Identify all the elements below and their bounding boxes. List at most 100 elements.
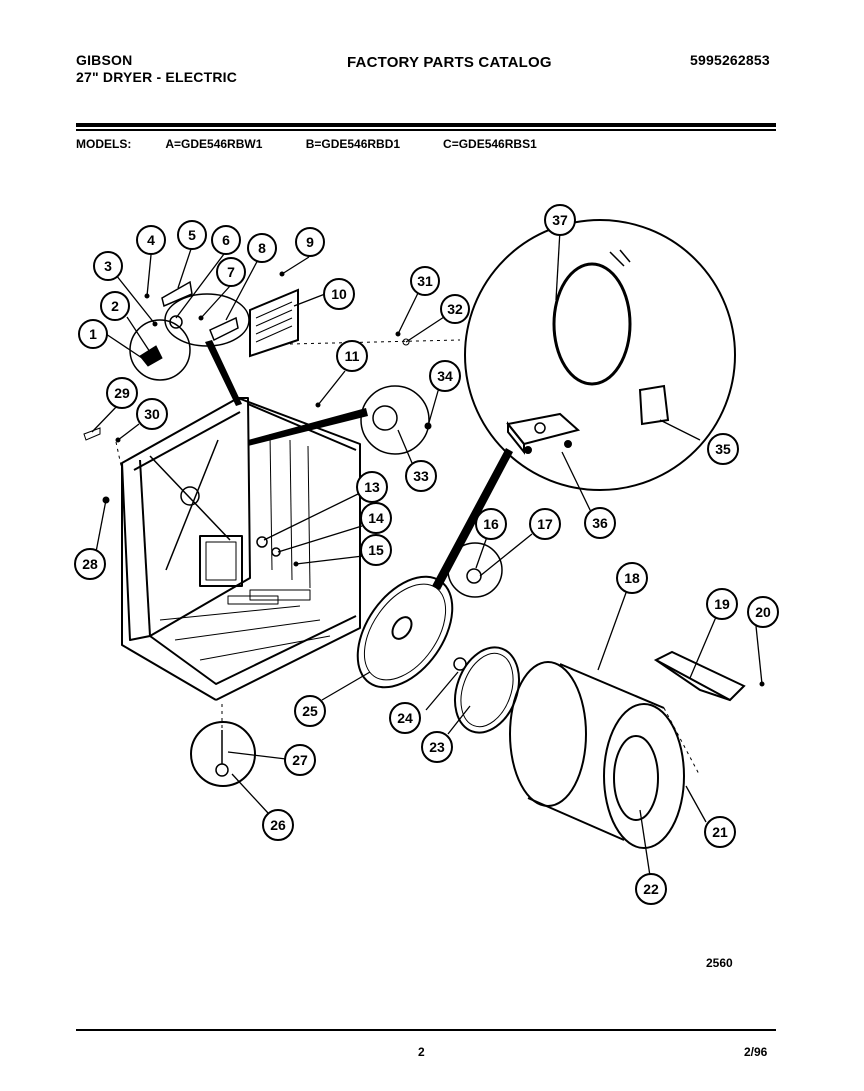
callout-17: 17 [529, 508, 561, 540]
footer-rule [76, 1029, 776, 1031]
callout-14: 14 [360, 502, 392, 534]
callout-22: 22 [635, 873, 667, 905]
callout-34: 34 [429, 360, 461, 392]
model-c: C=GDE546RBS1 [443, 137, 537, 151]
callout-21: 21 [704, 816, 736, 848]
callout-33: 33 [405, 460, 437, 492]
leader-lines [91, 229, 763, 877]
svg-text:7: 7 [227, 264, 235, 280]
svg-text:17: 17 [537, 516, 553, 532]
callout-36: 36 [584, 507, 616, 539]
svg-text:15: 15 [368, 542, 384, 558]
lifter-drawing [653, 650, 746, 702]
callout-25: 25 [294, 695, 326, 727]
figure-code: 2560 [706, 956, 733, 970]
svg-text:1: 1 [89, 326, 97, 342]
svg-text:32: 32 [447, 301, 463, 317]
model-a: A=GDE546RBW1 [165, 137, 263, 151]
svg-text:5: 5 [188, 227, 196, 243]
svg-text:33: 33 [413, 468, 429, 484]
callout-7: 7 [216, 257, 246, 287]
callout-6: 6 [211, 225, 241, 255]
svg-text:37: 37 [552, 212, 568, 228]
catalog-part-number: 5995262853 [690, 52, 770, 68]
product-name: 27" DRYER - ELECTRIC [76, 69, 238, 85]
callout-24: 24 [389, 702, 421, 734]
callout-27: 27 [284, 744, 316, 776]
dashed-guides [115, 339, 701, 777]
callout-16: 16 [475, 508, 507, 540]
wedge-leaders [205, 340, 513, 590]
callout-2: 2 [100, 291, 130, 321]
small-parts [83, 271, 765, 777]
callout-15: 15 [360, 534, 392, 566]
models-label: MODELS: [76, 137, 132, 151]
callout-4: 4 [136, 225, 166, 255]
svg-text:36: 36 [592, 515, 608, 531]
callout-37: 37 [544, 204, 576, 236]
svg-text:13: 13 [364, 479, 380, 495]
callout-18: 18 [616, 562, 648, 594]
detail-circles [129, 219, 736, 787]
callout-28: 28 [74, 548, 106, 580]
svg-text:35: 35 [715, 441, 731, 457]
svg-text:26: 26 [270, 817, 286, 833]
drum-drawing [509, 661, 685, 849]
callout-32: 32 [440, 294, 470, 324]
callout-35: 35 [707, 433, 739, 465]
svg-text:30: 30 [144, 406, 160, 422]
belt-drawing [552, 249, 632, 386]
callout-10: 10 [323, 278, 355, 310]
front-bulkhead [356, 575, 454, 689]
callout-8: 8 [247, 233, 277, 263]
idler-and-bracket [506, 384, 670, 455]
svg-text:4: 4 [147, 232, 155, 248]
callout-31: 31 [410, 266, 440, 296]
callout-13: 13 [356, 471, 388, 503]
page-number: 2 [418, 1045, 425, 1059]
svg-text:6: 6 [222, 232, 230, 248]
callout-1: 1 [78, 319, 108, 349]
header-rule-thin [76, 129, 776, 131]
svg-text:2: 2 [111, 298, 119, 314]
callout-9: 9 [295, 227, 325, 257]
svg-text:34: 34 [437, 368, 453, 384]
callouts: 1 2 3 4 5 6 7 8 9 10 11 13 14 15 16 17 1… [74, 204, 779, 905]
brand-name: GIBSON [76, 52, 133, 68]
cabinet-drawing [121, 397, 361, 701]
models-row: MODELS: A=GDE546RBW1 B=GDE546RBD1 C=GDE5… [76, 137, 537, 151]
svg-text:14: 14 [368, 510, 384, 526]
svg-text:10: 10 [331, 286, 347, 302]
callout-30: 30 [136, 398, 168, 430]
catalog-date: 2/96 [744, 1045, 768, 1059]
svg-text:3: 3 [104, 258, 112, 274]
svg-text:28: 28 [82, 556, 98, 572]
svg-text:23: 23 [429, 739, 445, 755]
svg-text:29: 29 [114, 385, 130, 401]
catalog-title: FACTORY PARTS CATALOG [347, 54, 552, 71]
callout-11: 11 [336, 340, 368, 372]
svg-text:8: 8 [258, 240, 266, 256]
callout-5: 5 [177, 220, 207, 250]
callout-23: 23 [421, 731, 453, 763]
svg-text:25: 25 [302, 703, 318, 719]
svg-text:16: 16 [483, 516, 499, 532]
svg-text:24: 24 [397, 710, 413, 726]
svg-text:31: 31 [417, 273, 433, 289]
callout-3: 3 [93, 251, 123, 281]
svg-text:19: 19 [714, 596, 730, 612]
callout-29: 29 [106, 377, 138, 409]
svg-text:27: 27 [292, 752, 308, 768]
svg-text:22: 22 [643, 881, 659, 897]
rear-panel-drawing [249, 288, 299, 358]
callout-20: 20 [747, 596, 779, 628]
callout-26: 26 [262, 809, 294, 841]
svg-text:11: 11 [345, 348, 360, 364]
svg-text:9: 9 [306, 234, 314, 250]
svg-text:18: 18 [624, 570, 640, 586]
callout-19: 19 [706, 588, 738, 620]
model-b: B=GDE546RBD1 [305, 137, 401, 151]
header-rule-thick [76, 123, 776, 127]
svg-text:21: 21 [712, 824, 728, 840]
